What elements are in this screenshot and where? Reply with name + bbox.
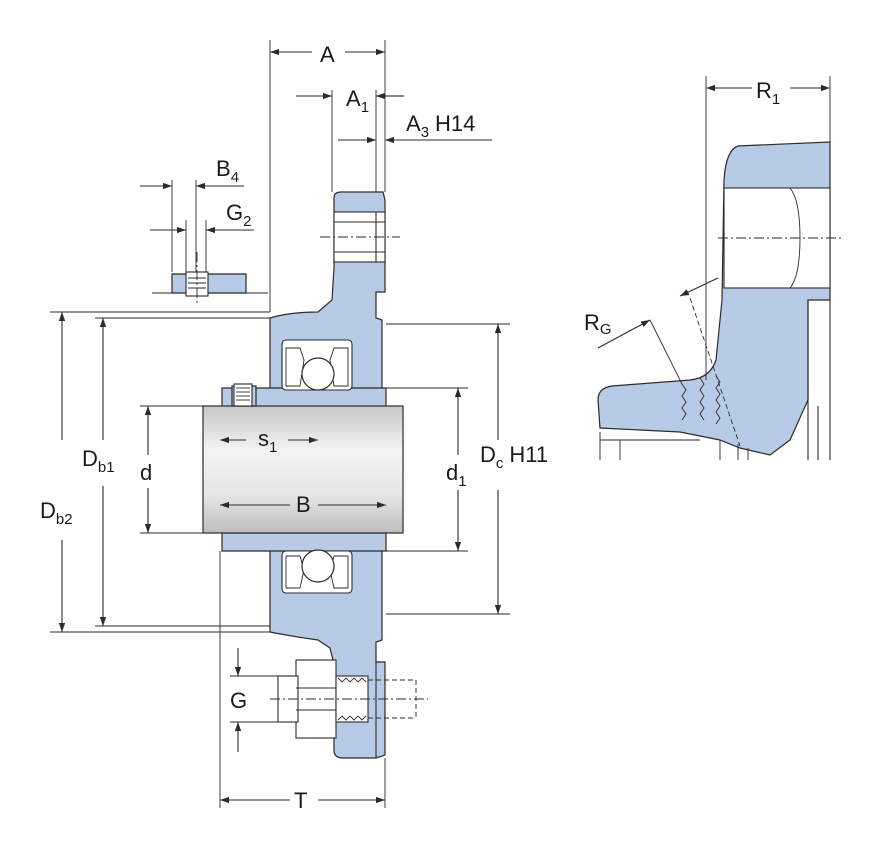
label-d1: d1: [446, 460, 467, 490]
ball-lower: [301, 549, 335, 583]
label-B: B: [296, 492, 311, 517]
bearing-lower: [281, 549, 353, 594]
label-R1: R1: [756, 78, 780, 108]
label-Db1: Db1: [82, 446, 115, 476]
flange-detail-view: [597, 76, 842, 460]
label-d: d: [140, 460, 152, 485]
extension-lines: [50, 40, 510, 808]
label-B4: B4: [216, 156, 239, 186]
bolt-and-nut: [270, 659, 428, 758]
label-RG: RG: [584, 310, 612, 338]
label-G: G: [230, 688, 247, 713]
label-T: T: [294, 788, 307, 813]
bolt-hole-upper: [320, 211, 400, 263]
label-A1: A1: [346, 86, 369, 116]
label-G2: G2: [226, 200, 251, 230]
label-s1: s1: [258, 426, 277, 456]
shaft: [202, 405, 404, 534]
lubrication-detail: [152, 252, 268, 305]
label-Db2: Db2: [40, 498, 73, 528]
grub-screw-upper: [233, 383, 253, 407]
ball-upper: [301, 357, 335, 391]
bearing-upper: [231, 339, 353, 407]
dimension-lines: [58, 48, 502, 804]
label-A: A: [320, 42, 335, 67]
